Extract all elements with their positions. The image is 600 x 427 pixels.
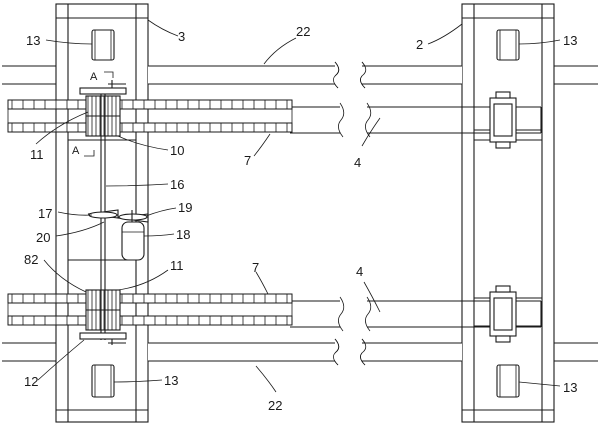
label-13-top-left: 13 bbox=[26, 33, 40, 48]
section-a-lower: A bbox=[72, 145, 80, 157]
right-frame-2 bbox=[461, 3, 555, 423]
label-82: 82 bbox=[24, 252, 38, 267]
label-17: 17 bbox=[38, 206, 52, 221]
bracket-12 bbox=[79, 332, 127, 345]
label-7-top: 7 bbox=[244, 153, 251, 168]
motor-18 bbox=[121, 210, 145, 261]
label-18: 18 bbox=[176, 227, 190, 242]
label-22-top: 22 bbox=[296, 24, 310, 39]
label-22-bottom: 22 bbox=[268, 398, 282, 413]
section-a-upper: A bbox=[90, 71, 98, 83]
label-3: 3 bbox=[178, 29, 185, 44]
sprocket-11-top bbox=[85, 95, 121, 137]
chain-7-top bbox=[7, 99, 293, 133]
bearing-bottom bbox=[489, 285, 517, 343]
wheel-13-bottom-left bbox=[91, 364, 115, 398]
label-4-bottom: 4 bbox=[356, 264, 363, 279]
gear-17-19 bbox=[87, 209, 149, 223]
sprocket-11-bottom bbox=[85, 289, 121, 331]
label-13-bottom-left: 13 bbox=[164, 373, 178, 388]
label-10: 10 bbox=[170, 143, 184, 158]
rail-22-top-overlay bbox=[148, 61, 462, 89]
wheel-13-bottom-right bbox=[496, 364, 520, 398]
label-13-bottom-right: 13 bbox=[563, 380, 577, 395]
bearing-top bbox=[489, 91, 517, 149]
section-mark-upper: A bbox=[90, 71, 114, 83]
label-12: 12 bbox=[24, 374, 38, 389]
wheel-13-top-left bbox=[91, 29, 115, 61]
section-mark-lower: A bbox=[72, 145, 95, 157]
label-2: 2 bbox=[416, 37, 423, 52]
label-11-bottom: 11 bbox=[170, 258, 184, 273]
label-4-top: 4 bbox=[354, 155, 361, 170]
top-bracket bbox=[79, 80, 127, 95]
chain-7-bottom bbox=[7, 293, 293, 326]
leader-lines bbox=[35, 19, 561, 393]
label-13-top-right: 13 bbox=[563, 33, 577, 48]
label-19: 19 bbox=[178, 200, 192, 215]
label-16: 16 bbox=[170, 177, 184, 192]
rail-22-bottom-overlay bbox=[148, 338, 462, 366]
label-20: 20 bbox=[36, 230, 50, 245]
wheel-13-top-right bbox=[496, 29, 520, 61]
label-11-top: 11 bbox=[30, 147, 44, 162]
label-7-bottom: 7 bbox=[252, 260, 259, 275]
